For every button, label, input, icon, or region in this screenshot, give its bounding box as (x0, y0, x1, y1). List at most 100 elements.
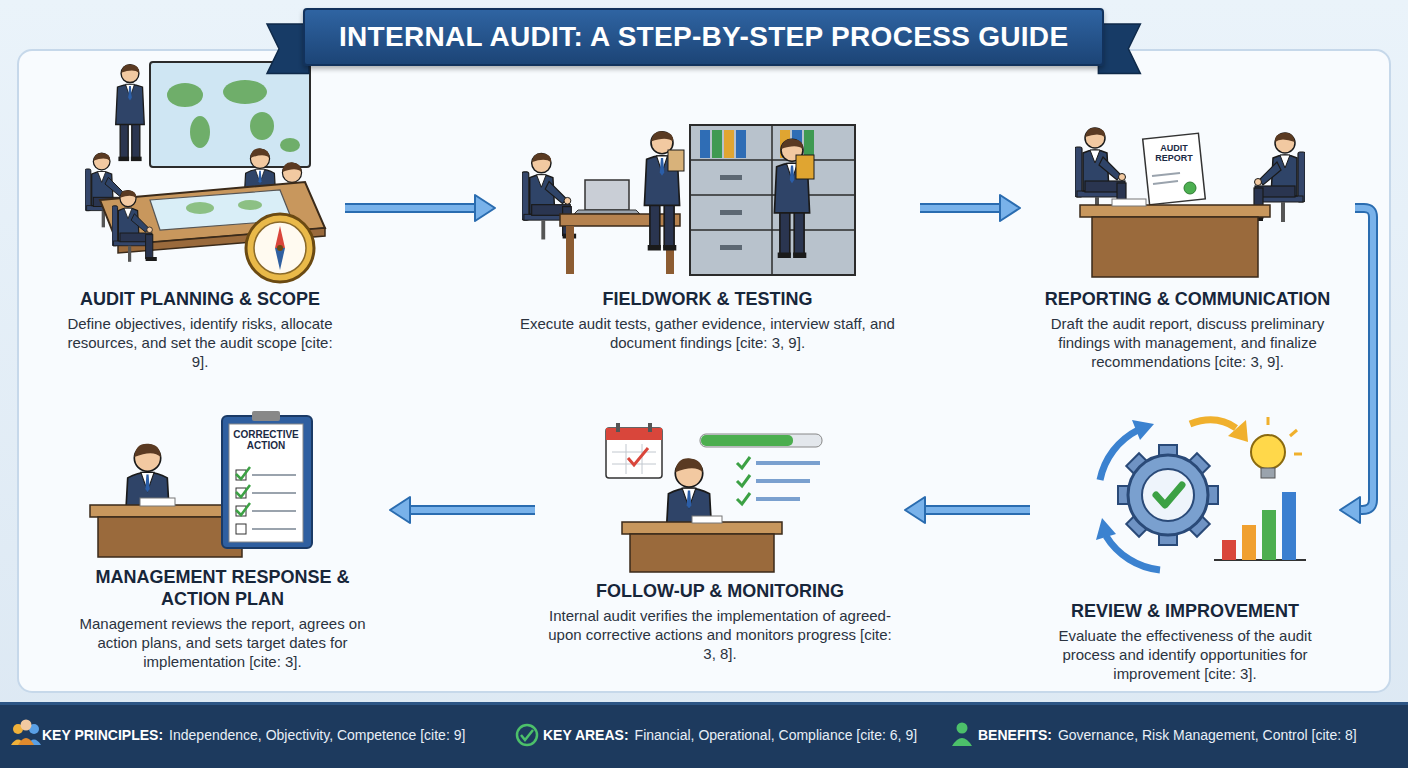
illustration-part (1184, 182, 1196, 194)
illustration-part (21, 720, 32, 731)
illustration-part (756, 497, 800, 501)
illustration-part (252, 528, 296, 530)
illustration-part (668, 150, 684, 171)
illustration-part (1080, 205, 1270, 217)
illustration-part (1242, 525, 1256, 560)
illustration-part (252, 510, 296, 512)
illustration-label: CORRECTIVE ACTION (231, 429, 301, 451)
illustration-part (1251, 435, 1285, 469)
illustration-part (250, 112, 274, 140)
illustration-part (236, 485, 250, 497)
ribbon-tail (1098, 24, 1140, 74)
illustration-part (796, 155, 814, 179)
step-node: AUDIT PLANNING & SCOPEDefine objectives,… (55, 62, 345, 385)
illustration-part (236, 467, 250, 479)
illustration-part (1100, 430, 1138, 480)
flow-connector (390, 497, 535, 523)
connector-outline (1352, 208, 1373, 510)
illustration-part (737, 457, 750, 468)
illustration-part (98, 517, 242, 557)
illustration-part (644, 131, 679, 250)
connector-outline (917, 505, 1030, 515)
illustration-label: AUDIT REPORT (1150, 144, 1198, 164)
illustration-part (229, 424, 303, 542)
arrow-head (1000, 195, 1020, 221)
illustration-part (1239, 430, 1246, 436)
illustration-part (236, 503, 250, 515)
step-heading: FOLLOW-UP & MONITORING (535, 580, 905, 602)
fieldwork-illustration (522, 125, 855, 275)
illustration-part (952, 738, 972, 746)
illustration-part (517, 725, 537, 745)
illustration-part (1112, 199, 1146, 206)
illustration-part (612, 452, 656, 453)
illustration-part (1142, 469, 1194, 521)
management-illustration (90, 411, 312, 557)
connector-outline (345, 203, 483, 213)
footer-key: KEY AREAS: (543, 727, 629, 743)
arrow-head (1340, 497, 1360, 523)
connector-line (920, 205, 1008, 211)
reporting-illustration (1075, 128, 1305, 277)
illustration-part (275, 226, 285, 248)
illustration-part (1132, 420, 1154, 440)
illustration-part (0, 702, 1408, 768)
footer-value: Governance, Risk Management, Control [ci… (1058, 727, 1357, 743)
illustration-part (238, 200, 262, 210)
step-node: MANAGEMENT RESPONSE & ACTION PLANManagem… (55, 420, 390, 690)
review-illustration (1096, 417, 1306, 570)
illustration-part (116, 64, 145, 161)
illustration-part (1262, 510, 1276, 560)
arrow-head (390, 497, 410, 523)
illustration-part (1128, 455, 1208, 535)
illustration-part (280, 138, 300, 152)
illustration-part (252, 411, 280, 421)
illustration-part (630, 534, 774, 572)
illustration-part (1152, 173, 1180, 176)
arrow-head (905, 497, 925, 523)
illustration-part (222, 416, 312, 548)
illustration-part (1106, 536, 1160, 570)
illustration-part (700, 130, 710, 158)
illustration-part (0, 702, 1408, 705)
illustration-part (560, 214, 680, 226)
illustration-part (616, 423, 620, 432)
illustration-part (252, 474, 296, 476)
step-description: Execute audit tests, gather evidence, in… (495, 314, 920, 352)
illustration-part (18, 738, 34, 745)
illustration-part (1096, 518, 1116, 540)
flow-connector (1340, 208, 1373, 523)
step-node: REPORTING & COMMUNICATIONDraft the audit… (1020, 62, 1355, 385)
illustration-part (720, 210, 742, 215)
illustration-part (1118, 445, 1218, 545)
flow-connector (920, 195, 1020, 221)
illustration-part (18, 50, 1390, 692)
step-heading: FIELDWORK & TESTING (495, 288, 920, 310)
illustration-part (771, 125, 773, 275)
text-block: FIELDWORK & TESTING Execute audit tests, … (495, 288, 920, 352)
illustration-part (521, 730, 533, 740)
illustration-part (720, 245, 742, 250)
text-block: REPORTING & COMMUNICATIONDraft the audit… (1020, 288, 1355, 371)
illustration-part (712, 130, 722, 158)
illustration-part (804, 130, 814, 158)
planning-illustration (85, 62, 325, 282)
illustration-part (236, 524, 246, 534)
illustration-part (737, 493, 750, 504)
text-block: AUDIT PLANNING & SCOPEDefine objectives,… (55, 288, 345, 371)
text-block: FOLLOW-UP & MONITORINGInternal audit ver… (535, 580, 905, 663)
illustration-part (756, 479, 810, 483)
connector-line (402, 507, 535, 513)
illustration-part (606, 428, 662, 440)
step-node: REVIEW & IMPROVEMENTEvaluate the effecti… (1030, 420, 1340, 690)
step-heading: REPORTING & COMMUNICATION (1020, 288, 1355, 310)
illustration-part (1290, 430, 1297, 436)
connector-line (345, 205, 483, 211)
illustration-part (254, 222, 306, 274)
connector-outline (920, 203, 1008, 213)
step-description: Management reviews the report, agrees on… (55, 614, 390, 671)
illustration-part (692, 516, 722, 523)
illustration-part (140, 498, 175, 506)
illustration-part (736, 130, 746, 158)
